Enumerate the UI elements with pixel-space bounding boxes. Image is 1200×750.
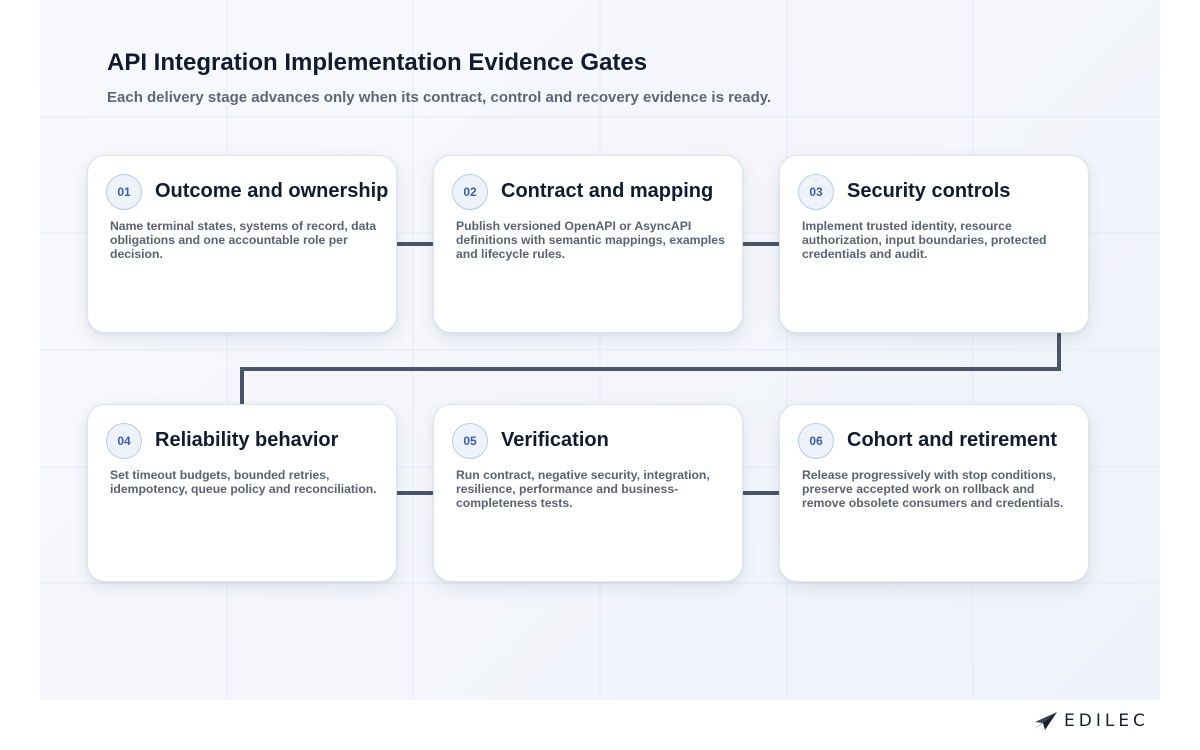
stage-number-badge: 03 <box>798 174 834 210</box>
stage-description: Implement trusted identity, resource aut… <box>802 219 1047 261</box>
page-title: API Integration Implementation Evidence … <box>107 49 648 76</box>
paper-plane-logo-icon <box>1033 712 1057 730</box>
brand-logo: EDILEC <box>1032 710 1149 732</box>
diagram-canvas <box>40 0 1160 700</box>
connector-03-04 <box>240 333 1061 405</box>
stage-description: Name terminal states, systems of record,… <box>110 219 377 261</box>
stage-number-badge: 01 <box>106 174 142 210</box>
stage-number-badge: 02 <box>452 174 488 210</box>
stage-title: Security controls <box>847 180 1011 202</box>
stage-card-contract-mapping: 02 Contract and mapping Publish versione… <box>433 155 743 333</box>
stage-title: Outcome and ownership <box>155 180 389 202</box>
stage-card-reliability-behavior: 04 Reliability behavior Set timeout budg… <box>87 404 397 582</box>
stage-number-badge: 06 <box>798 423 834 459</box>
stage-card-verification: 05 Verification Run contract, negative s… <box>433 404 743 582</box>
stage-description: Release progressively with stop conditio… <box>802 468 1064 510</box>
stage-card-security-controls: 03 Security controls Implement trusted i… <box>779 155 1089 333</box>
stage-title: Cohort and retirement <box>847 429 1058 451</box>
brand-name: EDILEC <box>1064 711 1149 731</box>
stage-title: Verification <box>501 429 609 451</box>
stage-description: Run contract, negative security, integra… <box>456 468 710 510</box>
stage-description: Set timeout budgets, bounded retries, id… <box>110 468 377 496</box>
page-subtitle: Each delivery stage advances only when i… <box>107 89 772 106</box>
stage-card-outcome-ownership: 01 Outcome and ownership Name terminal s… <box>87 155 397 333</box>
stage-title: Reliability behavior <box>155 429 339 451</box>
stage-title: Contract and mapping <box>501 180 714 202</box>
stage-number-badge: 04 <box>106 423 142 459</box>
stage-description: Publish versioned OpenAPI or AsyncAPI de… <box>456 219 725 261</box>
stage-number-badge: 05 <box>452 423 488 459</box>
stage-card-cohort-retirement: 06 Cohort and retirement Release progres… <box>779 404 1089 582</box>
